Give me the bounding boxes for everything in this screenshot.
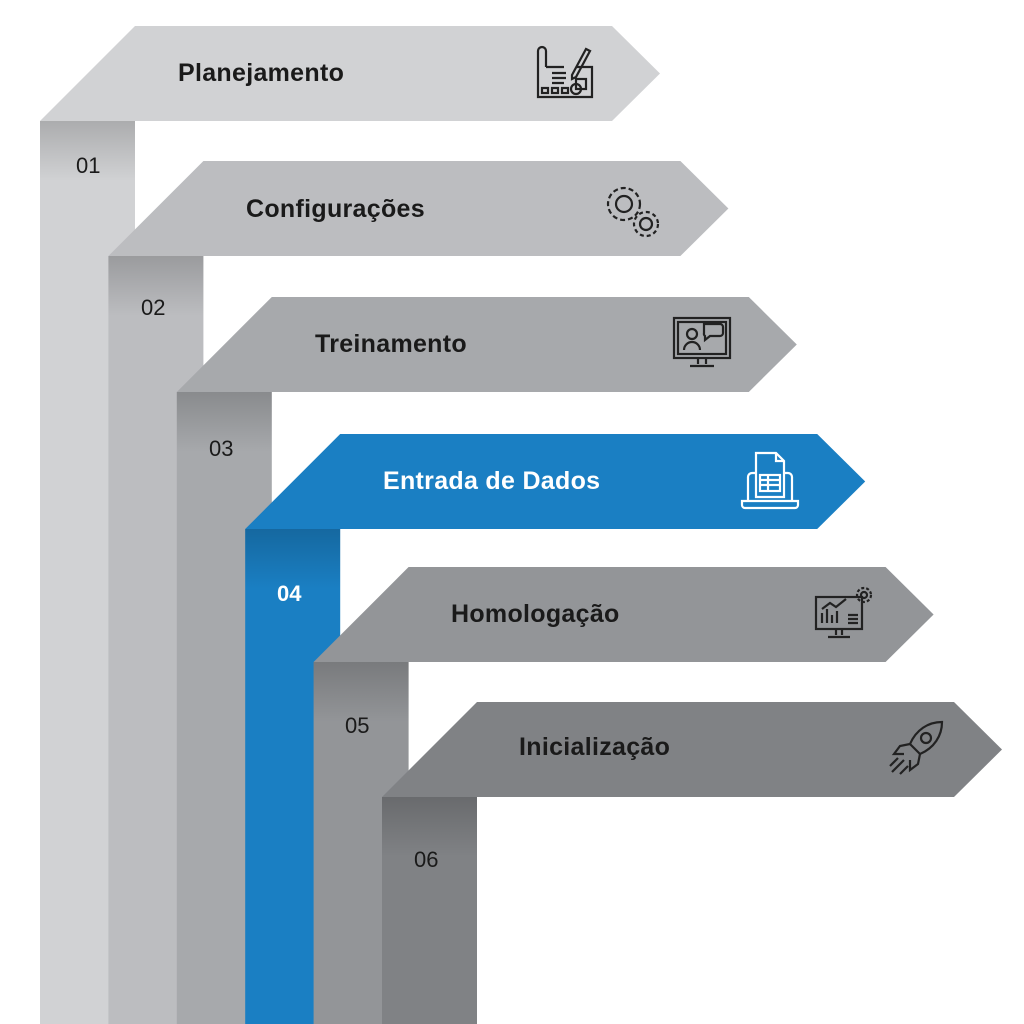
step-3-number: 03	[209, 436, 234, 461]
step-4-column-shadow	[245, 529, 341, 589]
step-3-column-shadow	[176, 392, 272, 452]
rocket-icon	[884, 716, 948, 780]
step-6-label: Inicialização	[519, 733, 671, 761]
step-5-column-shadow	[313, 662, 409, 722]
step-3-label: Treinamento	[315, 330, 467, 358]
step-6-number: 06	[414, 847, 439, 872]
step-1-banner	[40, 26, 660, 121]
step-2-banner	[108, 161, 729, 256]
step-6-banner	[382, 702, 1002, 797]
step-4-label: Entrada de Dados	[383, 467, 601, 495]
step-6-column-shadow	[382, 797, 477, 857]
step-4-banner	[245, 434, 866, 529]
step-5-banner	[313, 567, 934, 662]
monitor-chart-gear-icon	[812, 583, 876, 647]
step-2-column-shadow	[108, 256, 204, 316]
blueprint-pencil-icon	[532, 41, 596, 105]
step-1-column-shadow	[40, 121, 135, 181]
laptop-document-icon	[738, 449, 802, 513]
step-1-number: 01	[76, 153, 101, 178]
step-4-number: 04	[277, 581, 302, 606]
monitor-presenter-icon	[670, 312, 734, 376]
step-3-banner	[176, 297, 797, 392]
step-1-label: Planejamento	[178, 59, 345, 87]
step-2-label: Configurações	[246, 195, 425, 223]
step-2-number: 02	[141, 295, 166, 320]
step-5-label: Homologação	[451, 600, 620, 628]
step-5-number: 05	[345, 713, 370, 738]
gears-icon	[600, 178, 664, 242]
